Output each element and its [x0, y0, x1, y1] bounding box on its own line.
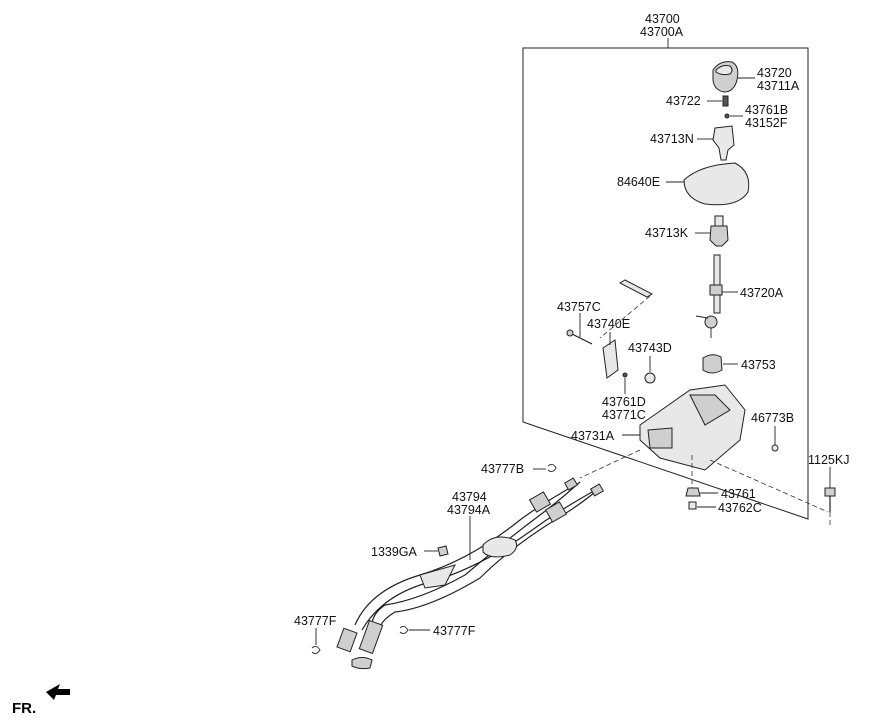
nut: [685, 487, 701, 497]
bolt-kj: [824, 487, 836, 512]
label-nut: 43761: [721, 487, 756, 501]
cable-dash: [579, 449, 641, 479]
label-assy-main: 43700: [645, 12, 680, 26]
label-pin: 43761B: [745, 103, 788, 117]
label-bracket: 43740E: [587, 317, 630, 331]
label-cable-alt: 43794A: [447, 503, 491, 517]
bolt-ga: [437, 545, 449, 557]
bushing: [702, 354, 723, 374]
clip-f-left: [311, 645, 321, 655]
bracket-wire: [618, 279, 654, 298]
label-bolt-ga: 1339GA: [371, 545, 418, 559]
label-pin-c: 43771C: [602, 408, 646, 422]
spring: [722, 95, 729, 107]
direction-label: FR.: [12, 700, 36, 717]
label-cable: 43794: [452, 490, 487, 504]
label-assy-alt: 43700A: [640, 25, 684, 39]
housing: [639, 384, 746, 471]
assembly-frame: [522, 47, 809, 520]
lower-boot: [709, 215, 729, 247]
assembly-dash-lower: [691, 455, 829, 513]
label-pin-alt: 43152F: [745, 116, 788, 130]
assembly-dash-upper: [599, 295, 651, 339]
clip-b: [547, 463, 557, 473]
label-cover: 84640E: [617, 175, 660, 189]
label-lever: 43720A: [740, 286, 784, 300]
label-clip-b: 43777B: [481, 462, 524, 476]
upper-boot: [712, 125, 735, 161]
clip-f-right: [399, 625, 409, 635]
shift-knob: [712, 61, 739, 93]
clip: [771, 444, 779, 452]
pin: [724, 113, 730, 119]
label-collar: 43762C: [718, 501, 762, 515]
label-washer: 43743D: [628, 341, 672, 355]
label-lower-boot: 43713K: [645, 226, 689, 240]
label-housing: 43731A: [571, 429, 615, 443]
label-bolt-c: 43757C: [557, 300, 601, 314]
label-clip: 46773B: [751, 411, 794, 425]
label-clip-f-left: 43777F: [294, 614, 337, 628]
label-clip-f-right: 43777F: [433, 624, 476, 638]
washer: [644, 372, 656, 384]
label-knob: 43720: [757, 66, 792, 80]
label-bushing: 43753: [741, 358, 776, 372]
cover: [683, 162, 750, 206]
bolt: [566, 329, 593, 345]
collar: [688, 501, 697, 510]
label-spring: 43722: [666, 94, 701, 108]
direction-arrow-icon: [46, 684, 70, 700]
bracket: [602, 339, 619, 379]
label-pin-d: 43761D: [602, 395, 646, 409]
shift-lever: [695, 254, 723, 338]
label-bolt-kj: 1125KJ: [808, 453, 849, 467]
label-upper-boot: 43713N: [650, 132, 694, 146]
shift-cables: [336, 477, 605, 670]
label-knob-alt: 43711A: [757, 79, 800, 93]
pin-d: [622, 372, 628, 378]
